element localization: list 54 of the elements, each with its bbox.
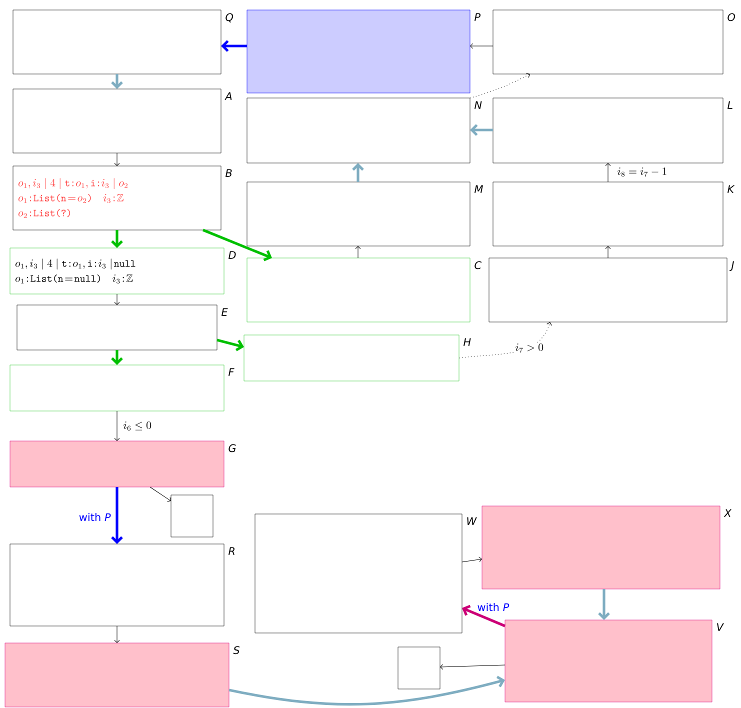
box-letter: J (729, 261, 734, 271)
arrow (352, 163, 364, 182)
box-letter: O (728, 13, 736, 22)
empty-box (398, 646, 440, 690)
arrow (605, 246, 611, 258)
box-letter: F (228, 368, 234, 376)
arrow (114, 294, 120, 305)
box-letter: G (228, 444, 236, 452)
text-box: $o_1, i_3 \mid 4 \mid \texttt{t}\!:\!o_1,\texttt{i}\!:\!i_3 \mid o_2$ $o_1\!:\!\texttt{List(n}\!=\!o_2\texttt{)} \quad i_3\!:\!\mathbb{Z}$ $o_2\!:\!\texttt{List(?)}$ (12, 166, 222, 230)
text-box: $o_1, i_3 \mid 4 \mid \texttt{t}\!:\!o_1,\texttt{i}\!:\!i_3 \mid\!\texttt{null}$ $o_1\!:\!\texttt{List(n}\!=\!\texttt{null)} \quad i_3\!:\!\mathbb{Z}$ (10, 248, 224, 294)
box-letter: V (717, 623, 724, 631)
arrow (111, 350, 123, 365)
box-letter: X (724, 509, 732, 517)
box-letter: E (222, 308, 228, 316)
box-letter: W (467, 517, 477, 525)
arrow (111, 74, 123, 89)
box-letter: L (728, 101, 732, 109)
arrow (150, 486, 171, 502)
arrow (111, 487, 123, 544)
box-letter: R (228, 547, 234, 555)
edge-label: $i_7 > 0$ (514, 342, 545, 354)
arrow (221, 40, 247, 52)
box-letter: N (474, 101, 482, 109)
edge-label: with P (78, 512, 112, 522)
arrow (470, 124, 493, 136)
box-letter: C (474, 261, 482, 270)
box-letter: M (474, 185, 483, 193)
arrow (202, 228, 272, 262)
edge-label: $i_6 \leq 0$ (122, 420, 153, 432)
edge-label: with P (476, 602, 510, 612)
arrow (605, 163, 611, 182)
arrow (114, 152, 120, 166)
arrow (598, 589, 610, 620)
box-letter: S (233, 646, 240, 654)
box-letter: H (463, 338, 471, 346)
arrow (355, 246, 361, 258)
arrow (470, 43, 494, 49)
box-letter: B (226, 169, 232, 177)
arrow (462, 604, 506, 628)
box-letter: D (228, 251, 236, 259)
arrow (114, 410, 120, 441)
box-letter: A (224, 92, 232, 100)
arrow (440, 664, 506, 670)
arrow (216, 338, 244, 352)
arrow (114, 626, 120, 643)
box-letter: K (728, 185, 735, 193)
arrow (228, 676, 505, 706)
arrow (111, 230, 123, 248)
box-letter: Q (226, 13, 234, 22)
empty-box (170, 494, 214, 538)
arrow (470, 72, 530, 98)
edge-label: $i_8 = i_7 - 1$ (616, 166, 668, 178)
arrow (462, 556, 482, 562)
box-letter: P (474, 13, 480, 21)
